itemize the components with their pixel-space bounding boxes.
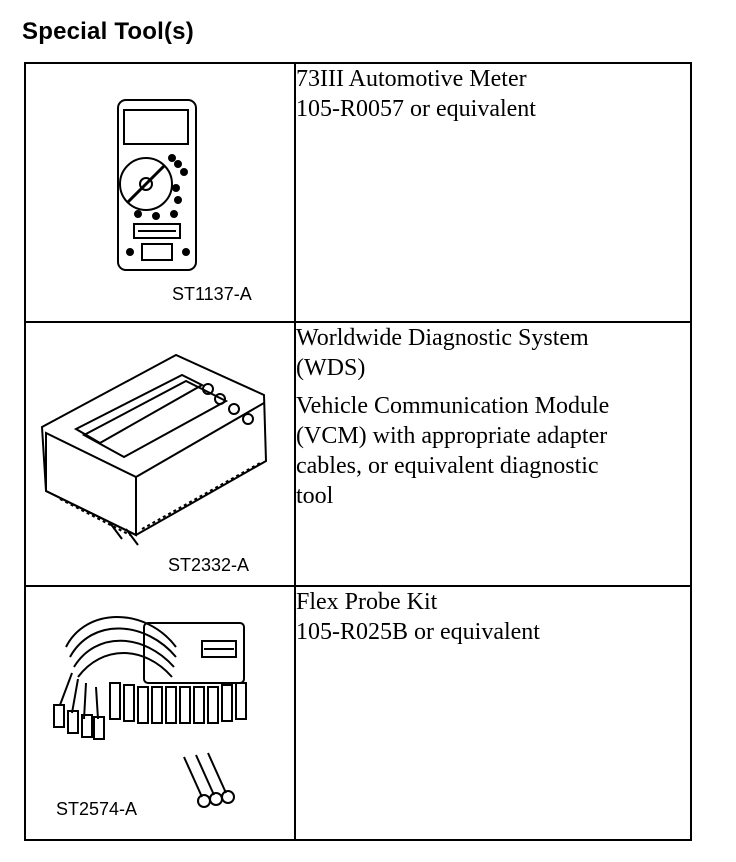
tool-code: ST2574-A: [56, 799, 138, 819]
tool-description: Worldwide Diagnostic System (WDS) Vehicl…: [294, 321, 692, 587]
tool-image-cell: ST2332-A: [24, 321, 296, 587]
tool-description-line: 105-R025B or equivalent: [296, 619, 540, 645]
tool-description-line: Vehicle Communication Module: [296, 393, 610, 419]
diagnostic-system-illustration: [40, 353, 268, 546]
tool-description-line: 105-R0057 or equivalent: [296, 96, 536, 122]
tool-code: ST1137-A: [172, 284, 252, 304]
tool-description-line: (VCM) with appropriate adapter: [296, 423, 608, 449]
tool-description-line: tool: [296, 483, 334, 509]
tool-row: ST1137-A 73III Automotive Meter 105-R005…: [24, 62, 692, 323]
tool-description-line: 73III Automotive Meter: [296, 66, 527, 92]
tool-description-line: (WDS): [296, 355, 366, 381]
tool-description-line: cables, or equivalent diagnostic: [296, 453, 599, 479]
multimeter-illustration: [117, 99, 197, 271]
tool-row: ST2332-A Worldwide Diagnostic System (WD…: [24, 321, 692, 587]
tool-description-line: Worldwide Diagnostic System: [296, 325, 589, 351]
flex-probe-kit-illustration: [53, 616, 247, 808]
tool-code: ST2332-A: [168, 555, 250, 575]
tool-row: ST2574-A Flex Probe Kit 105-R025B or equ…: [24, 585, 692, 841]
tool-description: Flex Probe Kit 105-R025B or equivalent: [294, 585, 692, 841]
page-heading: Special Tool(s): [22, 18, 194, 45]
tool-image-cell: ST1137-A: [24, 62, 296, 323]
tool-description: 73III Automotive Meter 105-R0057 or equi…: [294, 62, 692, 323]
tool-description-line: Flex Probe Kit: [296, 589, 438, 615]
special-tools-table: ST1137-A 73III Automotive Meter 105-R005…: [24, 62, 692, 841]
tool-image-cell: ST2574-A: [24, 585, 296, 841]
